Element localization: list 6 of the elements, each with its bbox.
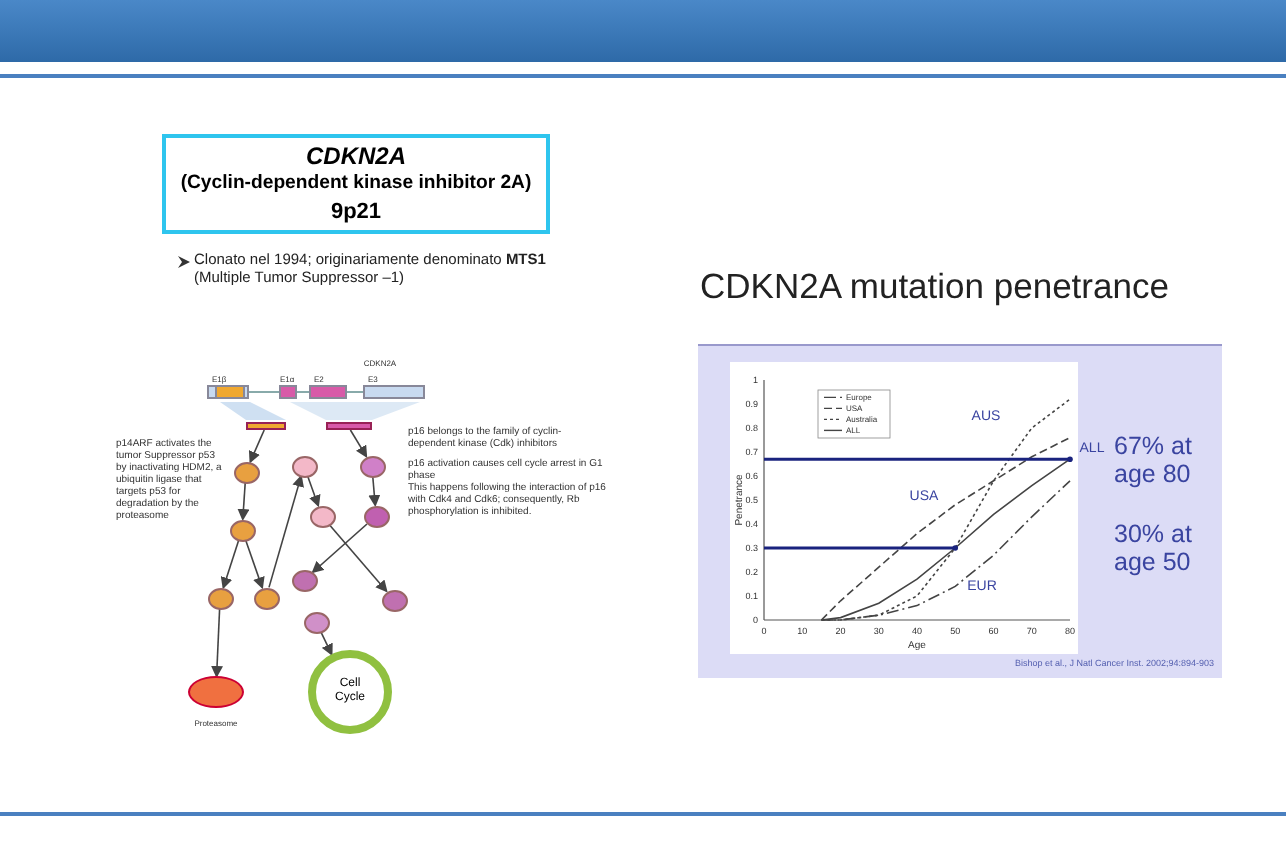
annotation-text: 30% at age 50 bbox=[1114, 520, 1194, 576]
chart-title: CDKN2A mutation penetrance bbox=[700, 266, 1169, 308]
annotation-text: 67% at age 80 bbox=[1114, 431, 1194, 488]
locus-label: 9p21 bbox=[328, 200, 384, 224]
gene-full-name: (Cyclin-dependent kinase inhibitor 2A) bbox=[178, 172, 534, 194]
gene-name: CDKN2A bbox=[303, 142, 408, 170]
